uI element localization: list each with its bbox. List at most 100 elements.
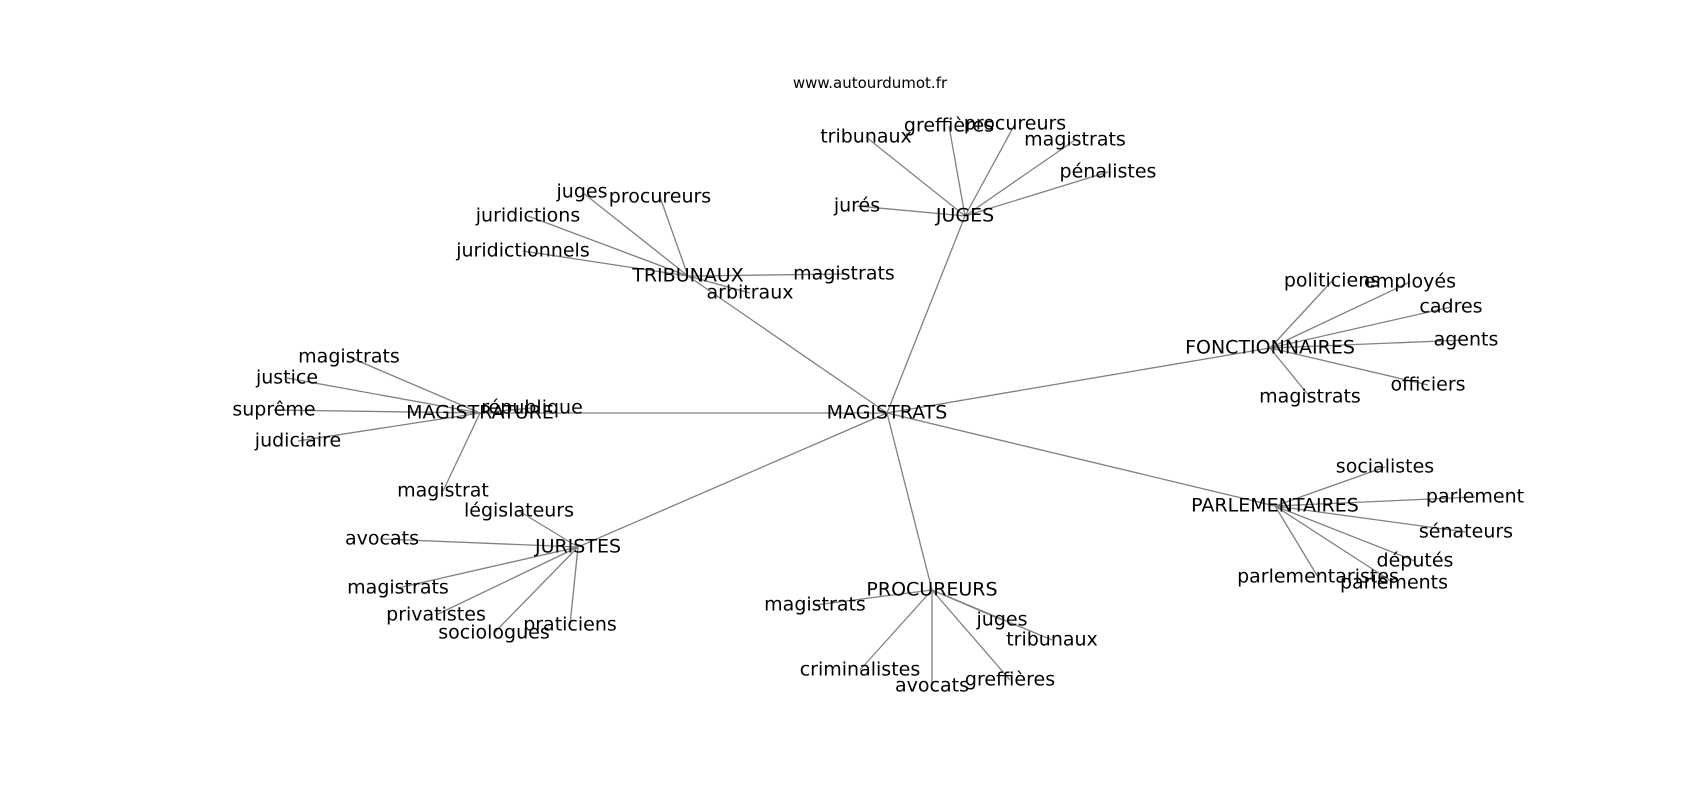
edge-juges-2	[964, 123, 1016, 217]
edge-fonctionnaires-5	[1269, 347, 1311, 398]
leaf-node[interactable]: justice	[255, 367, 318, 389]
edge-center-parlementaires	[886, 412, 1276, 507]
leaf-node[interactable]: suprême	[232, 399, 315, 421]
edge-tribunaux-3	[522, 250, 689, 277]
edge-juristes-4	[493, 546, 579, 634]
edge-parlementaires-1	[1274, 496, 1476, 507]
leaf-node[interactable]: juridictionnels	[455, 240, 590, 262]
leaf-node[interactable]: criminalistes	[800, 659, 921, 681]
edge-fonctionnaires-4	[1269, 347, 1429, 386]
center-node[interactable]: MAGISTRATS	[827, 402, 948, 424]
leaf-node[interactable]: procureurs	[609, 186, 711, 208]
leaf-node[interactable]: sénateurs	[1419, 521, 1513, 543]
edge-fonctionnaires-2	[1269, 306, 1452, 349]
edge-parlementaires-2	[1274, 505, 1467, 533]
leaf-node[interactable]: magistrats	[793, 263, 895, 285]
edge-magistrature-3	[479, 407, 533, 414]
leaf-node[interactable]: magistrats	[1024, 129, 1126, 151]
leaf-node[interactable]: judiciaire	[254, 430, 341, 452]
edge-procureurs-0	[814, 589, 933, 606]
leaf-node[interactable]: législateurs	[464, 500, 574, 522]
edge-center-juges	[886, 215, 966, 414]
edge-juges-0	[865, 136, 966, 217]
leaf-node[interactable]: officiers	[1390, 374, 1465, 396]
leaf-node[interactable]: employés	[1364, 271, 1456, 293]
leaf-node[interactable]: pénalistes	[1060, 161, 1157, 183]
edge-tribunaux-1	[659, 196, 689, 277]
leaf-node[interactable]: sociologues	[438, 622, 549, 644]
edge-magistrature-5	[442, 412, 481, 492]
edge-fonctionnaires-3	[1269, 339, 1467, 349]
site-url: www.autourdumot.fr	[793, 74, 948, 92]
edge-juristes-2	[397, 546, 579, 589]
leaf-node[interactable]: magistrats	[764, 594, 866, 616]
leaf-node[interactable]: greffières	[965, 669, 1055, 691]
leaf-node[interactable]: parlements	[1340, 572, 1448, 594]
leaf-node[interactable]: parlement	[1426, 486, 1524, 508]
edge-fonctionnaires-0	[1269, 280, 1333, 349]
leaf-node[interactable]: privatistes	[386, 604, 486, 626]
leaf-node[interactable]: socialistes	[1336, 456, 1434, 478]
edge-juges-1	[948, 125, 966, 217]
edge-parlementaires-5	[1274, 505, 1319, 578]
edge-parlementaires-4	[1274, 505, 1395, 584]
edges-layer	[273, 123, 1476, 686]
leaf-node[interactable]: cadres	[1419, 296, 1482, 318]
leaf-node[interactable]: avocats	[895, 675, 969, 697]
edge-fonctionnaires-1	[1269, 281, 1411, 349]
edge-juristes-5	[569, 546, 579, 626]
edge-center-fonctionnaires	[886, 347, 1271, 414]
edge-juristes-0	[518, 510, 579, 548]
edge-juristes-1	[381, 538, 579, 548]
leaf-node[interactable]: praticiens	[523, 614, 617, 636]
edge-center-juristes	[577, 412, 888, 548]
leaf-node[interactable]: avocats	[345, 528, 419, 550]
leaf-node[interactable]: juges	[556, 181, 608, 203]
hub-node-parlementaires[interactable]: PARLEMENTAIRES	[1191, 495, 1359, 517]
leaf-node[interactable]: jurés	[833, 195, 880, 217]
hub-node-tribunaux[interactable]: TRIBUNAUX	[631, 265, 744, 287]
edge-magistrature-4	[297, 412, 481, 442]
edge-procureurs-3	[859, 589, 933, 671]
labels-layer: MAGISTRATSJUGEStribunauxgreffièresprocur…	[232, 113, 1524, 697]
leaf-node[interactable]: arbitraux	[707, 282, 794, 304]
leaf-node[interactable]: politiciens	[1284, 270, 1380, 292]
leaf-node[interactable]: parlementaristes	[1237, 566, 1399, 588]
edge-magistrature-1	[286, 377, 481, 414]
leaf-node[interactable]: république	[481, 397, 583, 419]
edge-parlementaires-3	[1274, 505, 1416, 562]
edge-procureurs-2	[931, 589, 1053, 641]
hub-node-procureurs[interactable]: PROCUREURS	[866, 579, 997, 601]
edge-tribunaux-4	[687, 273, 845, 277]
leaf-node[interactable]: juridictions	[475, 205, 581, 227]
edge-center-procureurs	[886, 412, 933, 591]
edge-juges-4	[964, 171, 1109, 217]
leaf-node[interactable]: tribunaux	[820, 126, 912, 148]
leaf-node[interactable]: magistrats	[1259, 386, 1361, 408]
edge-tribunaux-2	[527, 215, 689, 277]
hub-node-juristes[interactable]: JURISTES	[534, 536, 621, 558]
edge-magistrature-0	[348, 356, 481, 414]
edge-procureurs-5	[931, 589, 1011, 681]
leaf-node[interactable]: greffières	[904, 115, 994, 137]
edge-center-tribunaux	[687, 275, 888, 414]
edge-juges-3	[964, 139, 1076, 217]
hub-node-fonctionnaires[interactable]: FONCTIONNAIRES	[1185, 337, 1355, 359]
leaf-node[interactable]: magistrats	[298, 346, 400, 368]
leaf-node[interactable]: agents	[1434, 329, 1499, 351]
leaf-node[interactable]: juges	[976, 609, 1028, 631]
hub-node-magistrature[interactable]: MAGISTRATURE	[406, 402, 554, 424]
edge-juristes-3	[435, 546, 579, 616]
leaf-node[interactable]: magistrat	[397, 480, 489, 502]
hub-node-juges[interactable]: JUGES	[935, 205, 994, 227]
leaf-node[interactable]: députés	[1377, 550, 1454, 572]
leaf-node[interactable]: magistrats	[347, 577, 449, 599]
leaf-node[interactable]: tribunaux	[1006, 629, 1098, 651]
edge-juges-5	[856, 205, 966, 217]
leaf-node[interactable]: procureurs	[964, 113, 1066, 135]
edge-magistrature-2	[273, 409, 481, 414]
edge-tribunaux-5	[687, 275, 751, 294]
edge-parlementaires-0	[1274, 466, 1386, 507]
edge-tribunaux-0	[581, 191, 689, 277]
